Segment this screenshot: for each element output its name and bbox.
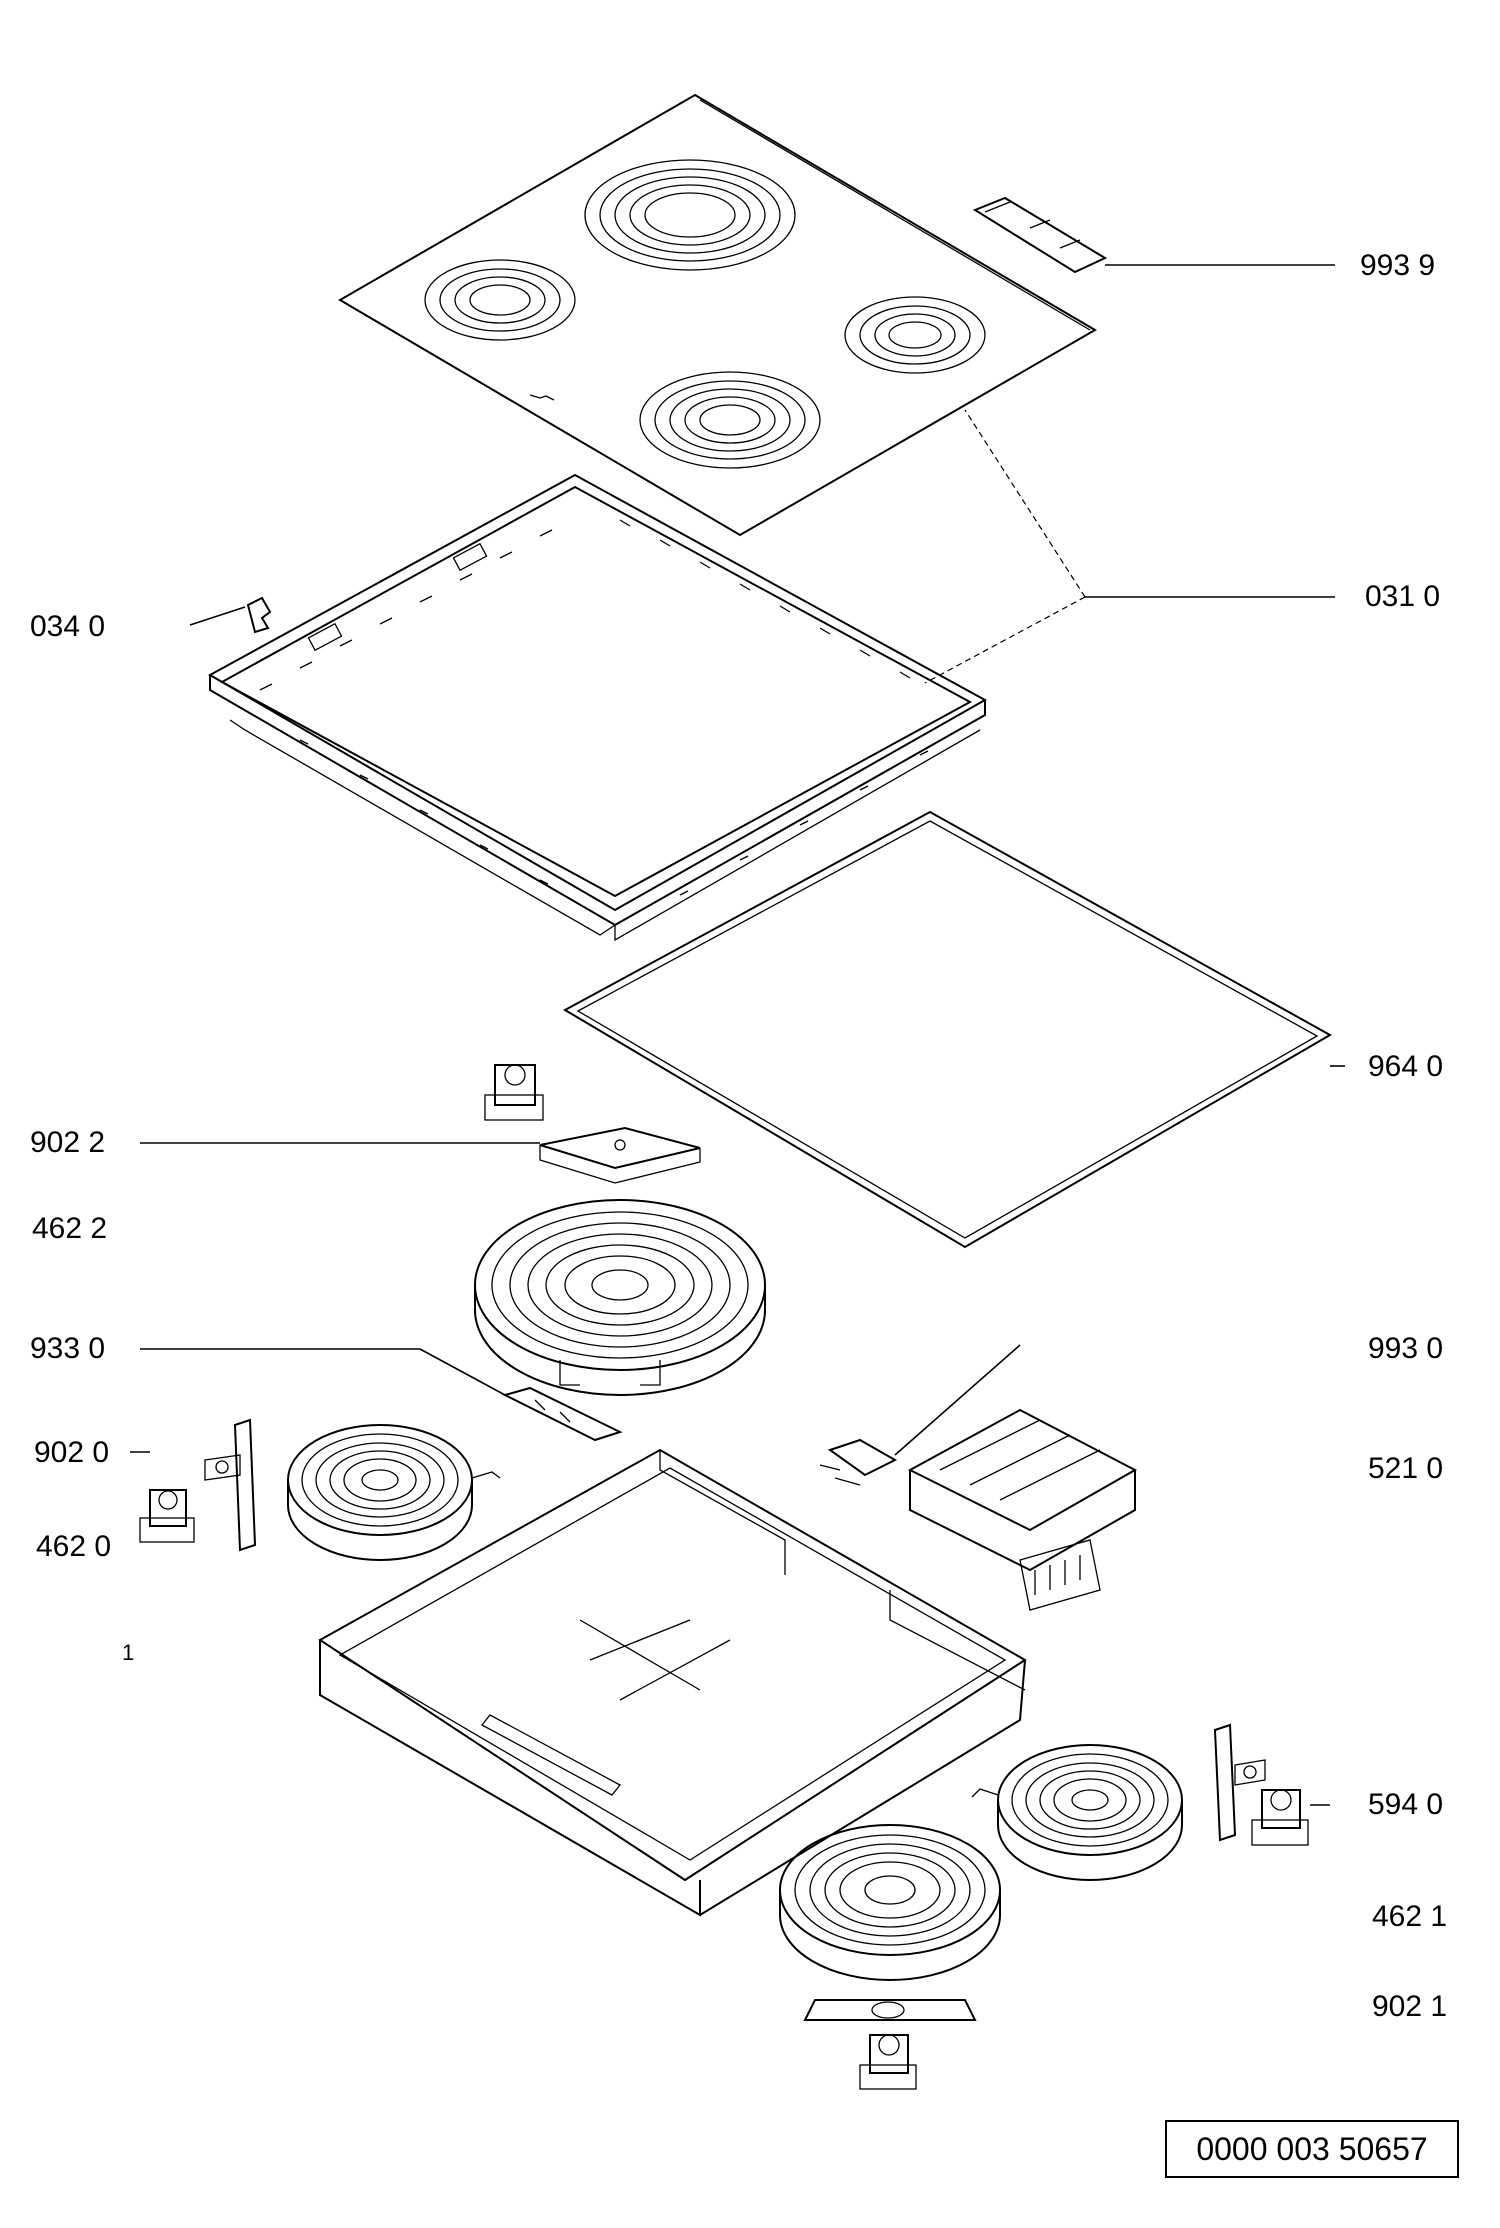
cooking-zone-rings-right (844, 296, 986, 374)
part-label-9640: 964 0 (1368, 1050, 1444, 1083)
part-label-4622: 462 2 (32, 1212, 108, 1245)
mounting-bracket-large (539, 1126, 701, 1184)
thermostat-limiter-left (139, 1489, 195, 1543)
part-label-9930: 993 0 (1368, 1332, 1444, 1365)
part-label-9022: 902 2 (30, 1126, 106, 1159)
top-control-module (972, 196, 1108, 274)
heating-element-large (474, 1199, 766, 1396)
mounting-bracket-right (1213, 1723, 1266, 1842)
part-label-9020: 902 0 (34, 1436, 110, 1469)
document-number-box: 0000 003 50657 (1165, 2120, 1459, 2178)
part-label-5940: 594 0 (1368, 1788, 1444, 1821)
small-bracket (502, 1386, 623, 1442)
part-label-1: 1 (122, 1640, 135, 1665)
leader-lines (130, 264, 1345, 1806)
thermostat-limiter-bottom (859, 2034, 917, 2090)
electronic-control-unit (907, 1408, 1138, 1611)
part-label-0310: 031 0 (1365, 580, 1441, 613)
cooking-zone-rings-back-large (584, 159, 796, 271)
part-label-9021: 902 1 (1372, 1990, 1448, 2023)
cooking-zone-rings-left (424, 259, 576, 341)
mounting-bracket-bottom (803, 1999, 977, 2021)
part-label-0340: 034 0 (30, 610, 106, 643)
part-label-5210: 521 0 (1368, 1452, 1444, 1485)
frame-clip (246, 596, 272, 634)
mounting-bracket-left (204, 1418, 257, 1552)
hob-frame (207, 473, 988, 942)
terminal-bracket (819, 1438, 898, 1486)
part-label-4620: 462 0 (36, 1530, 112, 1563)
part-label-4621: 462 1 (1372, 1900, 1448, 1933)
gasket-seal (562, 810, 1333, 1249)
base-tray (318, 1448, 1027, 1917)
part-label-9330: 933 0 (30, 1332, 106, 1365)
heating-element-bottom (779, 1824, 1001, 1981)
ceramic-glass-top (338, 93, 1108, 537)
heating-element-left (287, 1424, 501, 1561)
cooking-zone-rings-front (639, 371, 821, 469)
heating-element-right (971, 1744, 1183, 1881)
part-label-9939: 993 9 (1360, 249, 1436, 282)
thermostat-limiter-right (1251, 1789, 1309, 1846)
thermostat-limiter-top (484, 1064, 544, 1121)
